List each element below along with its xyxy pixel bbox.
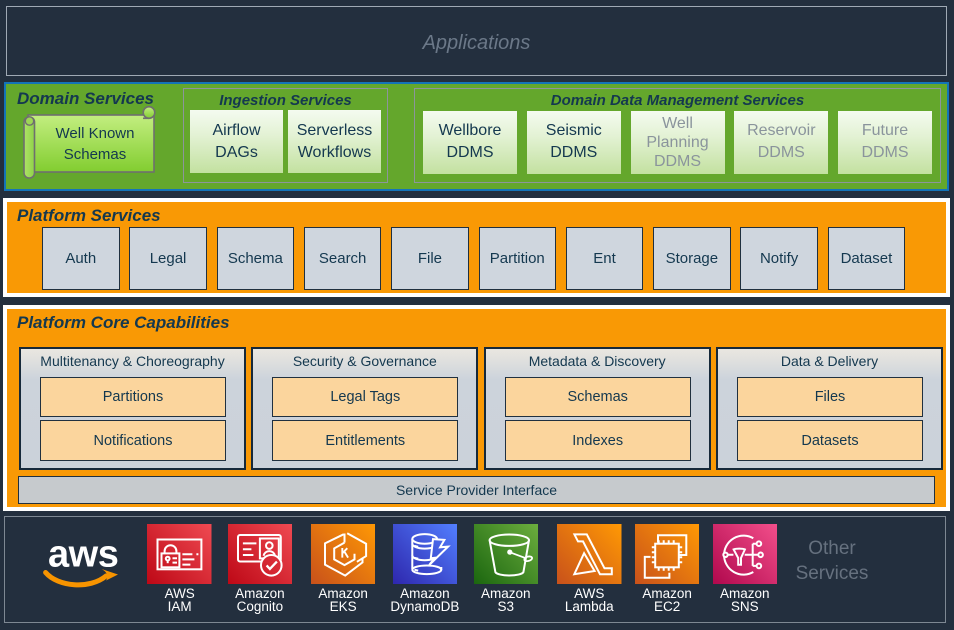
svg-text:aws: aws xyxy=(48,534,118,576)
